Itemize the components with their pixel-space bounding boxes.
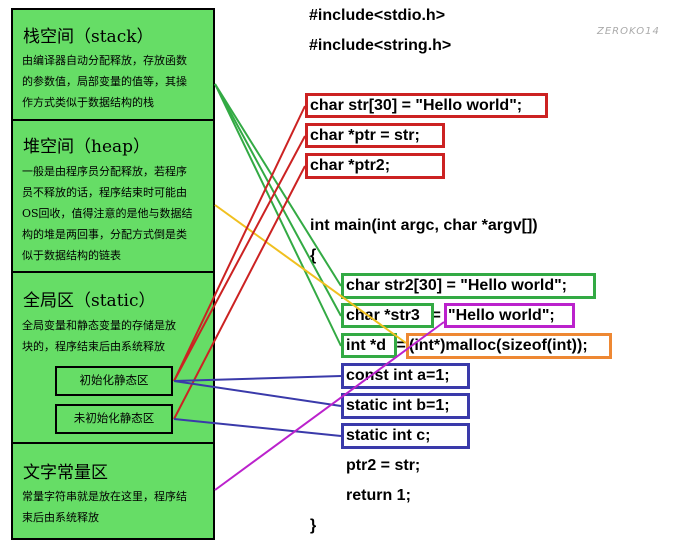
code-global-str: char str[30] = "Hello world"; <box>310 97 523 114</box>
code-assign-ptr2: ptr2 = str; <box>346 457 421 474</box>
desc-line: 由编译器自动分配释放，存放函数 <box>22 54 187 67</box>
uninit-static-box: 未初始化静态区 <box>55 404 173 434</box>
highlight-string-literal <box>444 303 575 328</box>
connector-init-const-a <box>173 375 342 382</box>
desc-line: 员不释放的话，程序结束时可能由 <box>22 186 187 199</box>
connector-init-ptr <box>173 135 306 382</box>
highlight-local-d <box>341 333 397 358</box>
literal-region: 文字常量区 常量字符串就是放在这里，程序结 束后由系统释放 <box>11 442 215 540</box>
desc-line: 构的堆是两回事，分配方式倒是类 <box>22 228 187 241</box>
highlight-static-b <box>341 393 470 419</box>
connector-heap-malloc <box>214 204 407 344</box>
connector-uninit-static-c <box>173 418 342 437</box>
highlight-global-str <box>305 93 548 118</box>
highlight-static-c <box>341 423 470 449</box>
code-return: return 1; <box>346 487 411 504</box>
code-string-literal: "Hello world"; <box>448 307 555 324</box>
stack-region: 栈空间（stack） 由编译器自动分配释放，存放函数 的参数值，局部变量的值等，… <box>11 8 215 121</box>
connector-uninit-ptr2 <box>173 165 306 420</box>
desc-line: OS回收，值得注意的是他与数据结 <box>22 207 193 220</box>
connector-init-str <box>173 105 306 382</box>
global-title: 全局区（static） <box>23 291 156 311</box>
connector-stack-d <box>214 83 342 347</box>
connector-init-static-b <box>173 380 342 407</box>
global-region: 全局区（static） 全局变量和静态变量的存储是放 块的，程序结束后由系统释放… <box>11 271 215 444</box>
code-assign-op: = <box>427 307 446 324</box>
desc-line: 作方式类似于数据结构的栈 <box>22 96 154 109</box>
code-static-b: static int b=1; <box>346 397 450 414</box>
desc-line: 常量字符串就是放在这里，程序结 <box>22 490 187 503</box>
literal-title: 文字常量区 <box>23 463 108 483</box>
code-include-stdio: #include<stdio.h> <box>309 7 446 24</box>
code-local-str3: char *str3 <box>346 307 420 324</box>
connector-stack-str3 <box>214 83 342 317</box>
highlight-global-ptr <box>305 123 445 148</box>
desc-line: 一般是由程序员分配释放，若程序 <box>22 165 187 178</box>
highlight-global-ptr2 <box>305 153 445 179</box>
code-brace-close: } <box>310 517 317 534</box>
watermark: ZEROKO14 <box>597 26 660 37</box>
code-include-string: #include<string.h> <box>309 37 452 54</box>
init-static-box: 初始化静态区 <box>55 366 173 396</box>
code-local-d: int *d <box>346 337 386 354</box>
code-brace-open: { <box>310 247 317 264</box>
stack-desc: 由编译器自动分配释放，存放函数 的参数值，局部变量的值等，其操 作方式类似于数据… <box>22 50 187 113</box>
desc-line: 似于数据结构的链表 <box>22 249 121 262</box>
code-assign-op: = <box>392 337 411 354</box>
heap-region: 堆空间（heap） 一般是由程序员分配释放，若程序 员不释放的话，程序结束时可能… <box>11 119 215 273</box>
connector-literal-string <box>214 321 445 491</box>
code-global-ptr: char *ptr = str; <box>310 127 420 144</box>
global-desc: 全局变量和静态变量的存储是放 块的，程序结束后由系统释放 <box>22 315 176 357</box>
code-malloc: (int*)malloc(sizeof(int)); <box>409 337 588 354</box>
heap-desc: 一般是由程序员分配释放，若程序 员不释放的话，程序结束时可能由 OS回收，值得注… <box>22 161 193 266</box>
highlight-local-str3 <box>341 303 434 328</box>
desc-line: 全局变量和静态变量的存储是放 <box>22 319 176 332</box>
highlight-const-a <box>341 363 470 389</box>
desc-line: 束后由系统释放 <box>22 511 99 524</box>
heap-title: 堆空间（heap） <box>23 137 151 157</box>
desc-line: 的参数值，局部变量的值等，其操 <box>22 75 187 88</box>
literal-desc: 常量字符串就是放在这里，程序结 束后由系统释放 <box>22 486 187 528</box>
highlight-malloc <box>406 333 612 359</box>
code-local-str2: char str2[30] = "Hello world"; <box>346 277 568 294</box>
code-main-signature: int main(int argc, char *argv[]) <box>310 217 538 234</box>
stack-title: 栈空间（stack） <box>23 27 154 47</box>
code-global-ptr2: char *ptr2; <box>310 157 391 174</box>
code-static-c: static int c; <box>346 427 431 444</box>
highlight-local-str2 <box>341 273 596 299</box>
desc-line: 块的，程序结束后由系统释放 <box>22 340 165 353</box>
